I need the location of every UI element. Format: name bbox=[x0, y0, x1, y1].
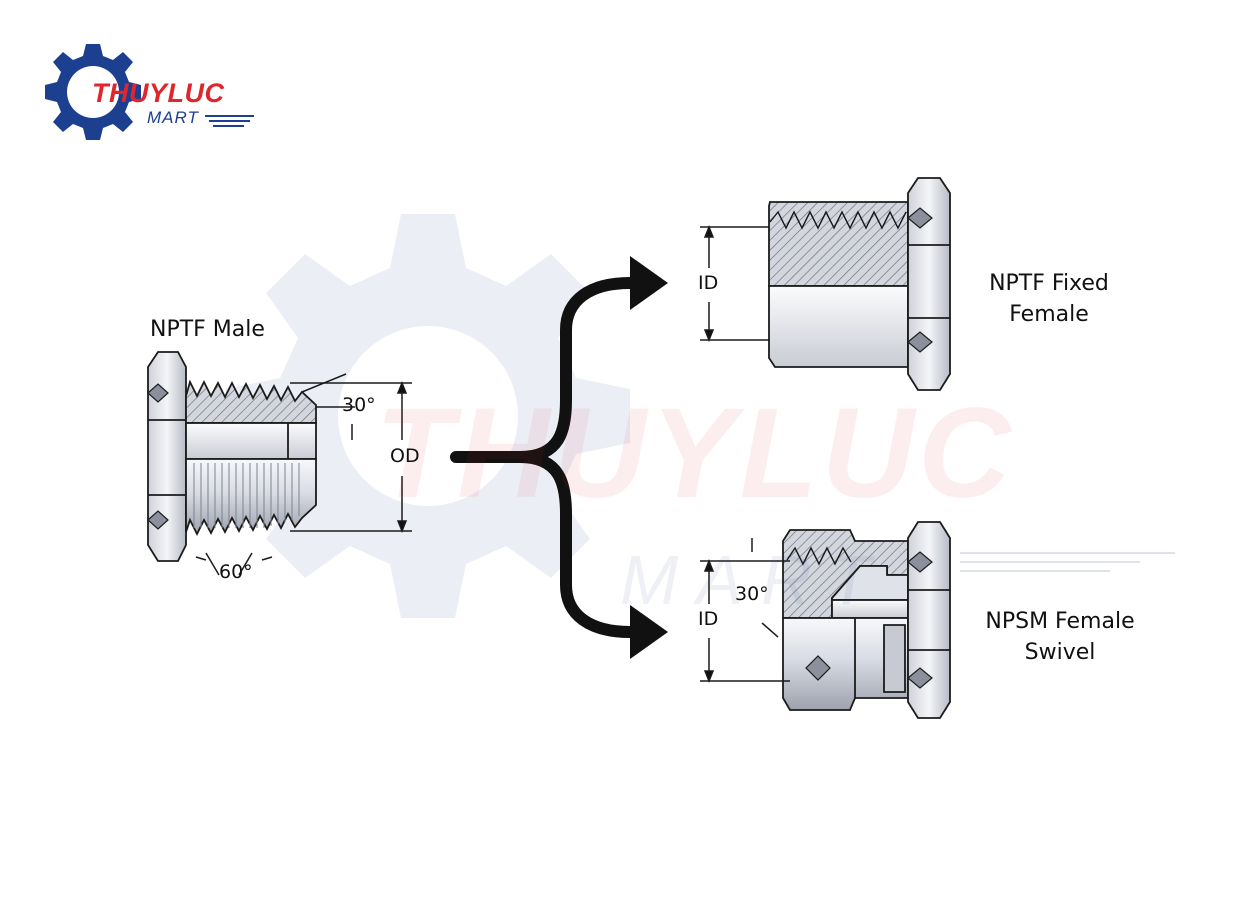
arrow-head-bottom bbox=[630, 605, 668, 659]
male-flare-angle: 30° bbox=[342, 394, 376, 416]
male-od-label: OD bbox=[390, 445, 420, 467]
swivel-title-line2: Swivel bbox=[1024, 640, 1096, 665]
fixed-title: NPTF Fixed Female bbox=[960, 268, 1138, 330]
swivel-seat-angle: 30° bbox=[735, 583, 769, 605]
fixed-body-thread bbox=[768, 201, 909, 287]
watermark-gear bbox=[226, 214, 630, 618]
male-bore bbox=[185, 422, 317, 460]
logo-sub: MART bbox=[147, 108, 199, 127]
male-title: NPTF Male bbox=[150, 317, 265, 342]
watermark-sub: MART bbox=[620, 541, 890, 619]
male-thread-angle: 60° bbox=[219, 561, 253, 583]
fixed-title-line1: NPTF Fixed bbox=[989, 271, 1109, 296]
male-thread-top bbox=[185, 379, 317, 424]
nptf-fixed-female-fitting bbox=[768, 177, 951, 391]
logo-gear-icon bbox=[45, 44, 254, 140]
male-dimensions bbox=[195, 373, 412, 576]
male-thread-bottom bbox=[185, 458, 317, 537]
swivel-title-line1: NPSM Female bbox=[985, 609, 1135, 634]
nptf-male-fitting bbox=[147, 351, 317, 562]
swivel-hex bbox=[907, 521, 951, 719]
male-hex bbox=[147, 351, 187, 562]
flow-arrows bbox=[450, 277, 636, 638]
watermark-brand: THUYLUC bbox=[375, 382, 1015, 525]
arrow-head-top bbox=[630, 256, 668, 310]
fixed-id-label: ID bbox=[698, 272, 719, 294]
swivel-id-label: ID bbox=[698, 608, 719, 630]
npsm-swivel-female-fitting bbox=[782, 521, 951, 719]
swivel-title: NPSM Female Swivel bbox=[960, 606, 1160, 668]
fixed-dimensions bbox=[700, 224, 770, 343]
fixed-hex bbox=[907, 177, 951, 391]
decor-speed-lines bbox=[960, 552, 1175, 572]
fixed-body-bore bbox=[768, 285, 909, 368]
swivel-dimensions bbox=[700, 538, 790, 684]
logo-brand: THUYLUC bbox=[92, 78, 225, 108]
fixed-title-line2: Female bbox=[1009, 302, 1089, 327]
